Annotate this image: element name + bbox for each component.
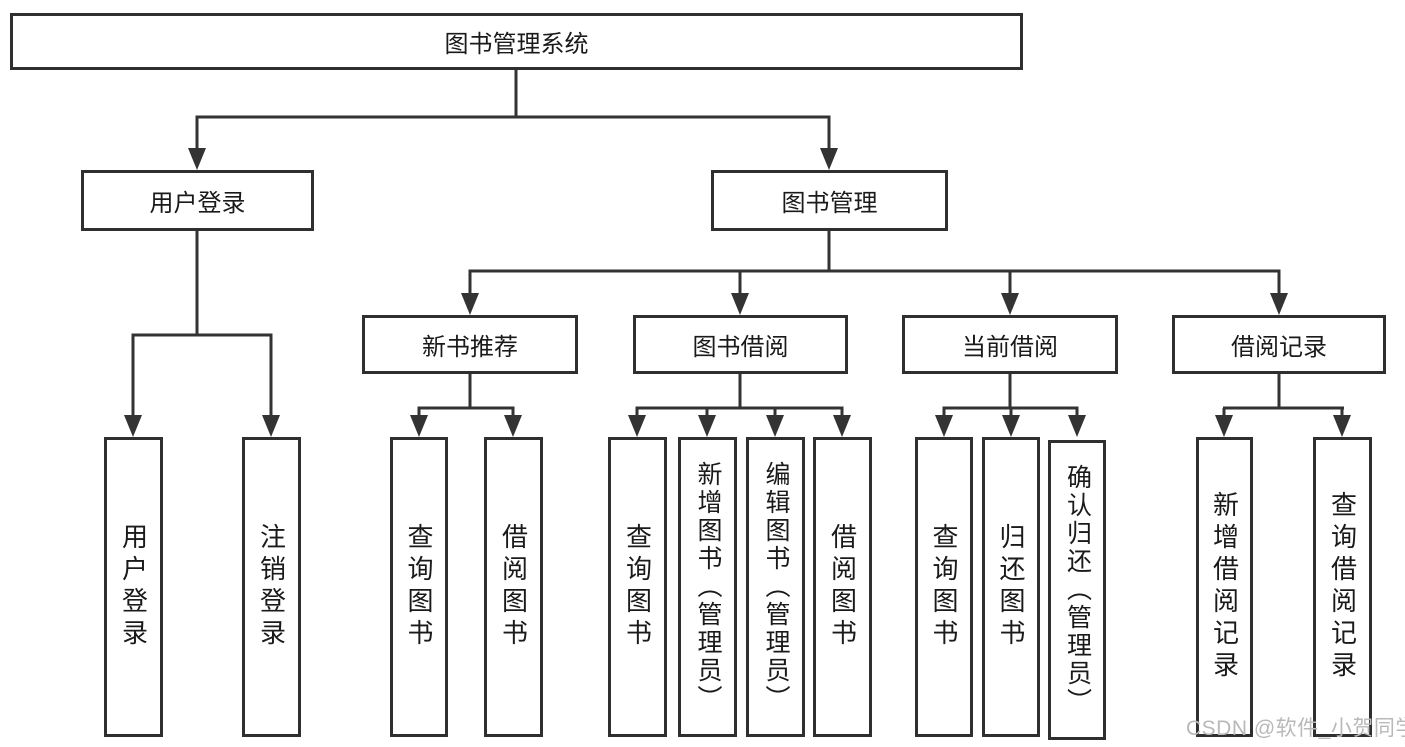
node-book-management-system: 图书管理系统	[10, 13, 1023, 70]
node-label: 用户登录	[118, 523, 149, 651]
node-borrow-records: 借阅记录	[1172, 315, 1386, 374]
new-book-branch	[410, 374, 522, 437]
arrowhead	[262, 415, 280, 437]
leaf-query-books-current: 查询图书	[915, 437, 973, 737]
leaf-borrow-books-recommend: 借阅图书	[484, 437, 543, 737]
borrow-record-branch	[1215, 374, 1351, 437]
arrowhead	[628, 415, 646, 437]
leaf-edit-books-admin: 编辑图书（管理员）	[746, 437, 805, 737]
node-label: 查询图书	[929, 523, 959, 651]
leaf-query-borrow-record: 查询借阅记录	[1313, 437, 1372, 737]
node-label: 查询借阅记录	[1327, 491, 1358, 683]
node-label: 图书管理	[781, 190, 878, 217]
node-label: 当前借阅	[962, 334, 1058, 361]
arrowhead	[833, 415, 851, 437]
node-label: 新书推荐	[422, 334, 518, 361]
node-label: 新增图书（管理员）	[694, 461, 722, 713]
leaf-add-borrow-record: 新增借阅记录	[1196, 437, 1253, 737]
node-new-book-recommend: 新书推荐	[362, 315, 578, 374]
arrowhead	[1068, 415, 1086, 437]
node-label: 借阅图书	[498, 523, 529, 651]
arrowhead	[698, 415, 716, 437]
node-label: 查询图书	[622, 523, 653, 651]
arrowhead	[1333, 415, 1351, 437]
arrowhead	[1001, 293, 1019, 315]
leaf-query-books-recommend: 查询图书	[390, 437, 448, 737]
leaf-add-books-admin: 新增图书（管理员）	[678, 437, 737, 737]
node-label: 确认归还（管理员）	[1063, 464, 1092, 716]
arrowhead	[766, 415, 784, 437]
leaf-query-books-borrow: 查询图书	[608, 437, 667, 737]
arrowhead	[504, 415, 522, 437]
node-label: 归还图书	[996, 523, 1026, 651]
arrowhead	[461, 293, 479, 315]
leaf-return-books: 归还图书	[982, 437, 1040, 737]
node-label: 编辑图书（管理员）	[762, 461, 790, 713]
root-branch	[188, 70, 838, 170]
arrowhead	[188, 148, 206, 170]
leaf-user-login: 用户登录	[104, 437, 163, 737]
book-management-branch	[461, 231, 1288, 315]
current-borrow-branch	[935, 374, 1086, 437]
node-label: 用户登录	[149, 190, 246, 217]
leaf-borrow-books: 借阅图书	[813, 437, 872, 737]
node-current-borrow: 当前借阅	[902, 315, 1118, 374]
node-label: 借阅图书	[827, 523, 858, 651]
node-label: 注销登录	[256, 523, 287, 651]
arrowhead	[935, 415, 953, 437]
leaf-logout: 注销登录	[242, 437, 301, 737]
arrowhead	[731, 293, 749, 315]
node-label: 查询图书	[404, 523, 434, 651]
node-label: 借阅记录	[1231, 334, 1327, 361]
arrowhead	[1215, 415, 1233, 437]
node-label: 图书借阅	[692, 334, 789, 361]
arrowhead	[410, 415, 428, 437]
node-user-login: 用户登录	[81, 170, 314, 231]
arrowhead	[1002, 415, 1020, 437]
leaf-confirm-return-admin: 确认归还（管理员）	[1048, 440, 1106, 740]
arrowhead	[820, 148, 838, 170]
book-borrow-branch	[628, 374, 851, 437]
user-login-branch	[124, 231, 280, 437]
node-label: 图书管理系统	[444, 31, 589, 58]
arrowhead	[124, 415, 142, 437]
csdn-watermark: CSDN @软件_小贺同学	[1186, 717, 1405, 740]
node-book-borrow: 图书借阅	[633, 315, 848, 374]
node-label: 新增借阅记录	[1209, 491, 1240, 683]
arrowhead	[1270, 293, 1288, 315]
node-book-management: 图书管理	[711, 170, 948, 231]
